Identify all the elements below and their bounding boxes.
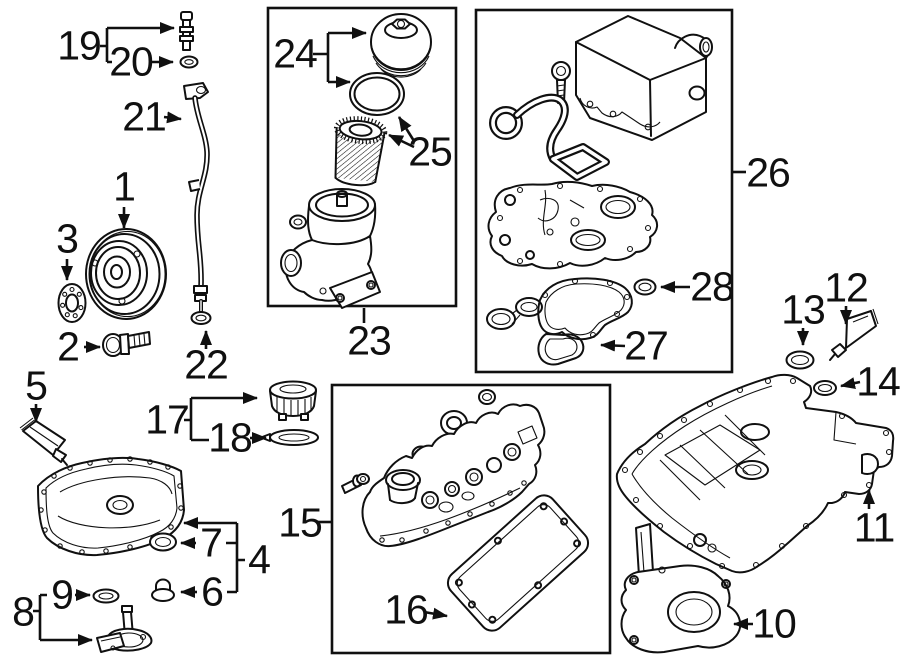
callout-7[interactable]: 7 [200,519,223,566]
callout-2[interactable]: 2 [57,323,80,370]
part-filter-housing-23 [280,188,381,309]
part-valve-cover-15 [361,403,546,548]
part-gasket-27 [486,277,633,366]
callout-5[interactable]: 5 [25,362,48,409]
part-cap-seal-18 [260,429,319,446]
part-filler-cap-17 [269,380,317,421]
callout-25[interactable]: 25 [408,128,453,175]
part-oil-level-sensor-8 [96,605,153,653]
callout-4[interactable]: 4 [248,536,271,583]
callout-19[interactable]: 19 [57,22,102,69]
oil-cooler-assembly-box [474,8,734,374]
callout-8[interactable]: 8 [12,588,35,635]
callout-11[interactable]: 11 [853,504,896,551]
callout-12[interactable]: 12 [824,264,869,311]
callout-22[interactable]: 22 [184,341,229,388]
callout-14[interactable]: 14 [856,358,900,405]
callout-27[interactable]: 27 [624,322,669,369]
callout-13[interactable]: 13 [781,286,826,333]
callout-3[interactable]: 3 [56,215,79,262]
callout-28[interactable]: 28 [690,263,735,310]
callout-26[interactable]: 26 [746,149,791,196]
part-cooler-gasket [489,93,610,181]
part-tube-seal-22 [190,311,212,325]
part-oil-cooler-26 [575,15,713,141]
part-oil-pan-lower-4 [37,456,185,557]
part-seal-14 [813,380,837,396]
part-seal-20 [179,55,199,69]
part-sealant-tube-12 [829,308,879,361]
callout-9[interactable]: 9 [51,571,74,618]
callout-23[interactable]: 23 [347,317,392,364]
part-oring-28 [633,278,657,296]
callout-16[interactable]: 16 [384,586,429,633]
part-sensor-seal-9 [92,588,120,604]
part-cap-oring-24 [349,72,405,116]
part-drain-plug-6 [151,578,175,602]
part-drain-plug-washer-7 [149,532,177,552]
part-oil-pan-upper-11 [615,373,895,574]
part-cover-bolt [341,473,370,494]
callout-20[interactable]: 20 [109,38,154,85]
part-dipstick-tube-21 [183,82,210,313]
part-adapter-plate [487,180,658,270]
callout-18[interactable]: 18 [208,414,253,461]
callout-24[interactable]: 24 [273,30,318,77]
part-grommet-small-top [478,389,496,405]
part-stud-bolt-19 [179,11,194,51]
callout-17[interactable]: 17 [145,396,190,443]
callout-leader-lines [30,22,875,646]
part-sensor-ring-3 [57,283,87,323]
valve-cover-assembly-box [330,383,612,655]
part-filter-cap-24 [370,13,432,78]
callout-10[interactable]: 10 [752,600,797,647]
callout-1[interactable]: 1 [113,163,136,210]
part-pump-bracket-10 [620,523,742,654]
part-seal-13 [785,350,815,370]
part-valve-cover-gasket-16 [446,494,590,632]
callout-21[interactable]: 21 [122,93,167,140]
part-crankshaft-pulley-1 [85,228,167,320]
part-sealant-tube-5 [19,417,68,466]
part-filter-element-25 [333,116,388,187]
callout-6[interactable]: 6 [201,568,224,615]
callout-15[interactable]: 15 [278,499,323,546]
part-pulley-bolt-2 [102,331,151,357]
oil-filter-assembly-box [266,6,458,308]
